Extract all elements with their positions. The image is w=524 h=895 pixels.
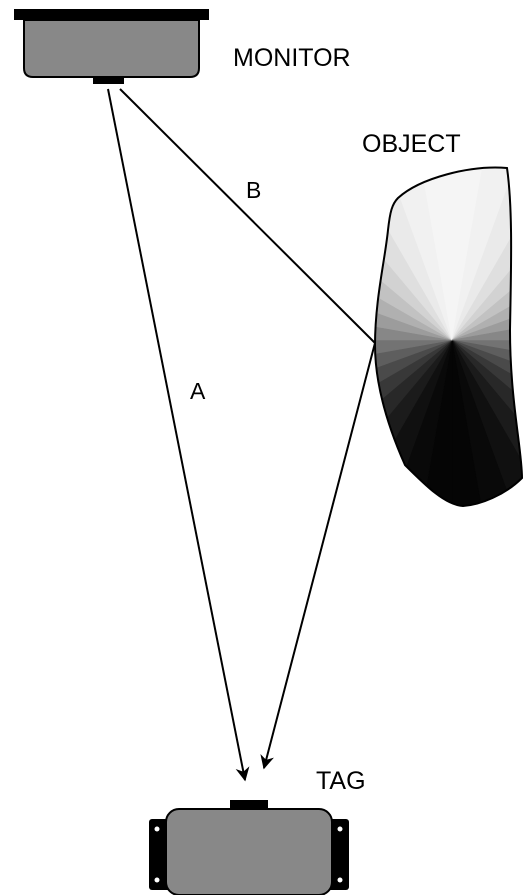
object-shading-wedge <box>451 264 522 341</box>
path-a-line <box>107 88 250 782</box>
path-b-segment-2 <box>260 342 376 770</box>
object-shading-wedge <box>451 229 522 341</box>
tag-antenna-port <box>230 800 268 811</box>
tag-body <box>165 808 333 895</box>
monitor-device-icon <box>14 9 209 84</box>
object-shading-wedge <box>375 339 453 416</box>
object-shading-wedge <box>451 301 522 341</box>
path-b-label: B <box>246 177 261 203</box>
path-a-label: A <box>190 378 206 404</box>
object-shading-wedge <box>375 339 453 482</box>
tag-label: TAG <box>316 767 366 795</box>
monitor-top-bar <box>14 9 209 20</box>
object-shading-wedge <box>451 339 522 506</box>
reflecting-object-icon <box>373 166 524 508</box>
object-shading-wedge <box>375 264 453 341</box>
object-shading-wedge <box>375 339 453 451</box>
object-shading-wedge <box>451 198 522 341</box>
object-shading-wedge <box>375 198 453 341</box>
object-shading-wedge <box>375 339 453 379</box>
object-label: OBJECT <box>362 130 461 158</box>
monitor-body <box>23 19 200 78</box>
object-shading-wedge <box>451 339 522 416</box>
object-shading-wedge <box>451 167 522 341</box>
object-outline <box>373 166 524 508</box>
tag-device-icon <box>149 800 349 895</box>
monitor-label: MONITOR <box>233 44 351 72</box>
object-shading-wedge <box>451 339 522 482</box>
object-shading-wedge <box>375 229 453 341</box>
object-shading-wedge <box>451 171 522 341</box>
object-shading-wedge <box>451 339 522 451</box>
path-b-segment-1 <box>119 88 376 344</box>
monitor-antenna-port <box>93 77 124 84</box>
